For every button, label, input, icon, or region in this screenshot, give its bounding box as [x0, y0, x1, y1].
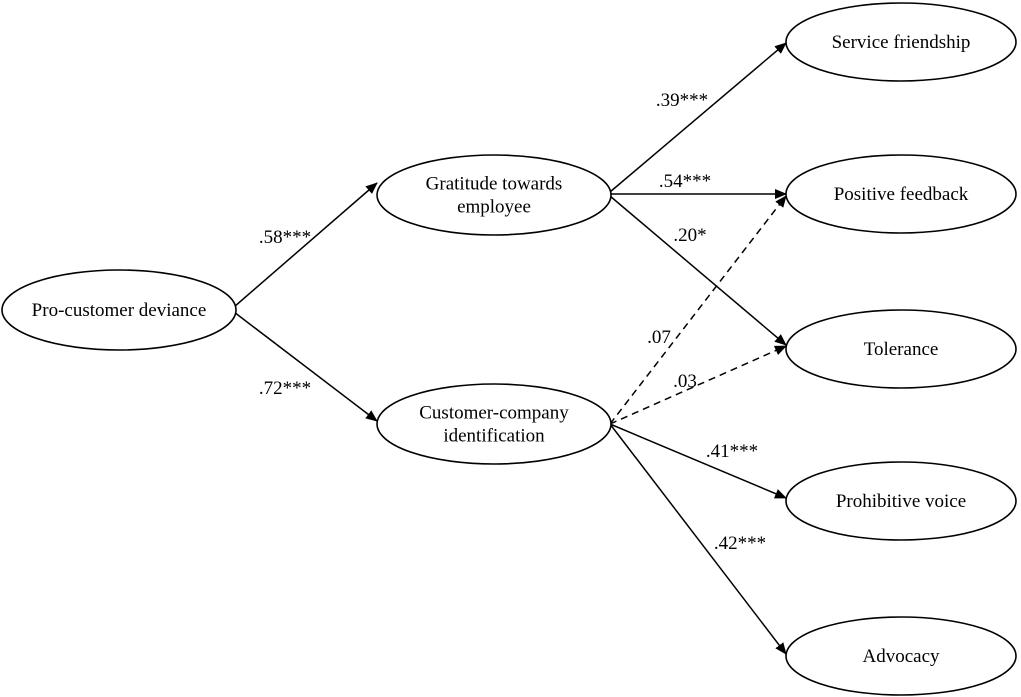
coefficient-cci-to-pv: .41***: [706, 441, 758, 462]
arrow-gte-to-tol: [609, 195, 787, 346]
coefficient-pcd-to-cci: .72***: [259, 378, 311, 399]
node-cci-label-line-1: identification: [443, 426, 545, 447]
arrow-pcd-to-gte: [233, 182, 378, 308]
coefficient-gte-to-tol: .20*: [673, 225, 706, 246]
node-gte-ellipse: [376, 154, 612, 236]
coefficient-labels-layer: .58*** .72*** .39*** .54*** .20* .07 .03 .41***…: [259, 90, 766, 554]
coefficient-pcd-to-gte: .58***: [259, 227, 311, 248]
node-gte-label-line-1: employee: [457, 197, 531, 218]
node-sf-ellipse: [785, 2, 1017, 82]
node-pf-label-line-0: Positive feedback: [834, 184, 969, 205]
arrow-cci-to-pf: [609, 195, 787, 425]
node-pv-label-line-0: Prohibitive voice: [836, 491, 966, 512]
arrow-pcd-to-cci: [233, 311, 378, 422]
node-tol-ellipse: [785, 309, 1017, 389]
node-pf: Positive feedback: [785, 154, 1017, 234]
arrow-cci-to-tol: [609, 345, 787, 425]
node-adv-ellipse: [785, 616, 1017, 696]
node-pf-ellipse: [785, 154, 1017, 234]
node-sf-label-line-0: Service friendship: [832, 32, 971, 53]
node-gte-label-line-0: Gratitude towards: [426, 174, 563, 195]
node-adv: Advocacy: [785, 616, 1017, 696]
node-cci-label-line-0: Customer-company: [419, 403, 569, 424]
arrow-cci-to-adv: [609, 423, 787, 655]
node-pv-ellipse: [785, 461, 1017, 541]
node-pcd-ellipse: [1, 269, 237, 351]
node-pv: Prohibitive voice: [785, 461, 1017, 541]
node-pcd: Pro-customer deviance: [1, 269, 237, 351]
node-cci-ellipse: [376, 383, 612, 465]
edges-layer: [233, 42, 787, 655]
node-tol-label-line-0: Tolerance: [864, 339, 939, 360]
arrow-gte-to-sf: [609, 42, 787, 193]
coefficient-cci-to-tol: .03: [673, 371, 697, 392]
node-pcd-label-line-0: Pro-customer deviance: [32, 300, 207, 321]
coefficient-gte-to-pf: .54***: [659, 171, 711, 192]
node-tol: Tolerance: [785, 309, 1017, 389]
coefficient-cci-to-adv: .42***: [714, 533, 766, 554]
coefficient-gte-to-sf: .39***: [656, 90, 708, 111]
node-adv-label-line-0: Advocacy: [862, 646, 940, 667]
coefficient-cci-to-pf: .07: [647, 327, 671, 348]
arrow-cci-to-pv: [609, 423, 787, 499]
node-sf: Service friendship: [785, 2, 1017, 82]
